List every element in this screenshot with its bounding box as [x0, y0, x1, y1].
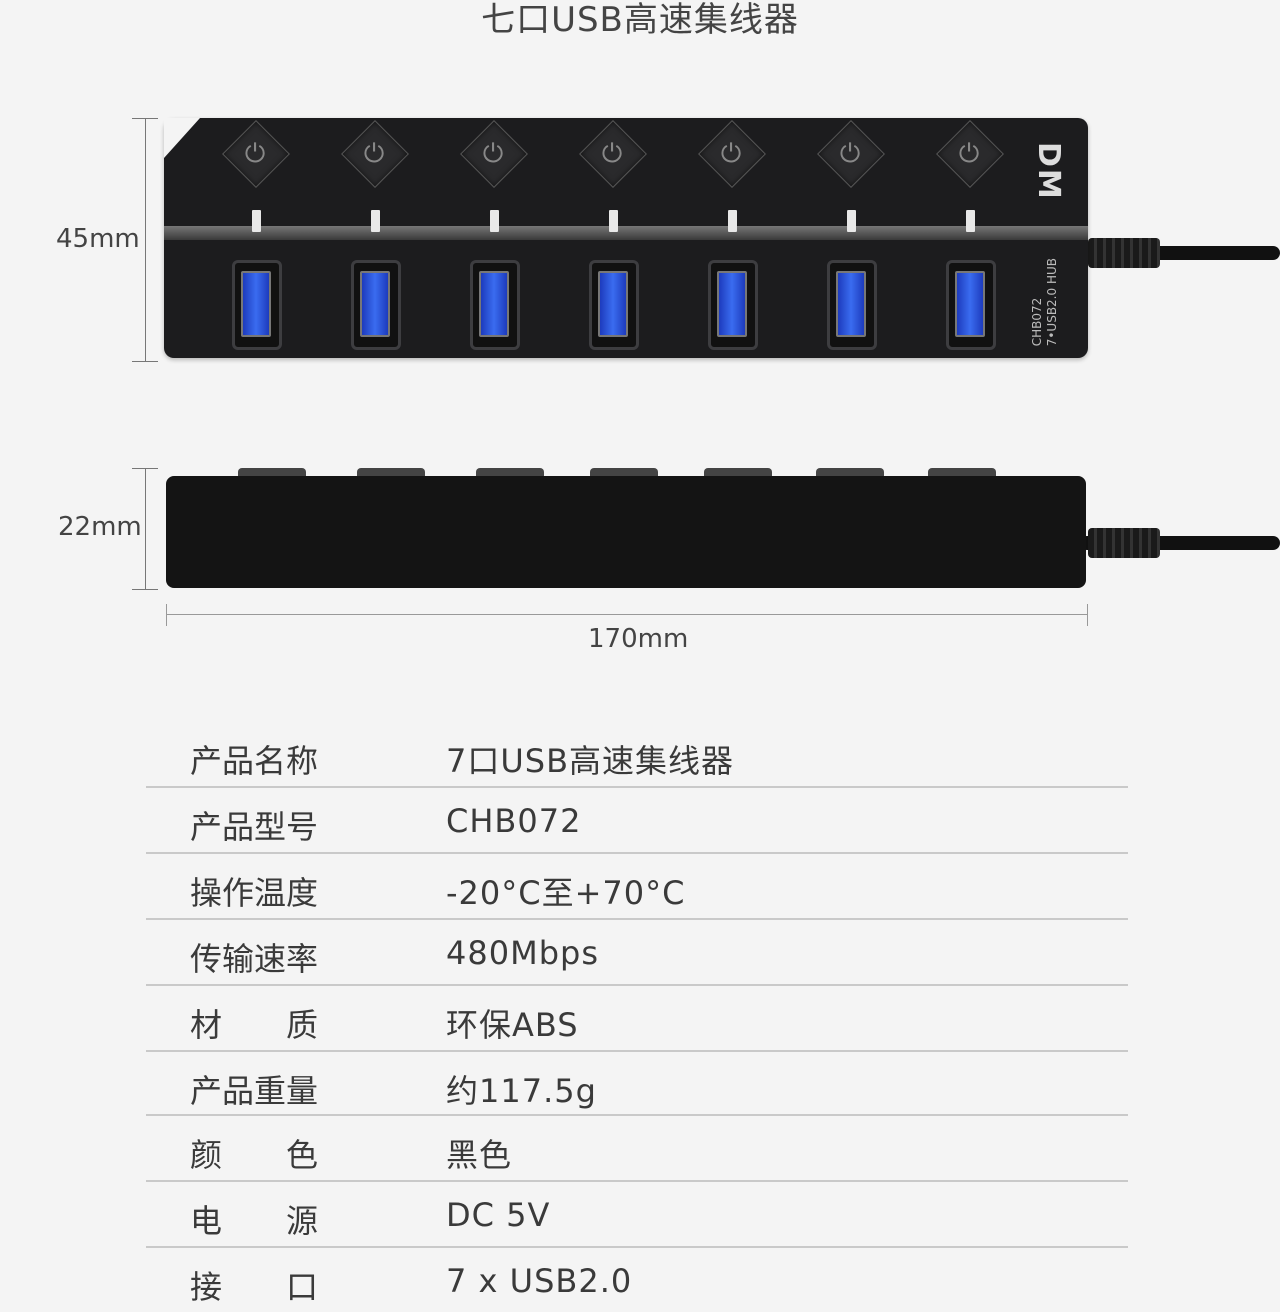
port-led-3: [490, 210, 499, 232]
port-led-6: [847, 210, 856, 232]
spec-row: 接 口 7 x USB2.0: [146, 1248, 1128, 1312]
spec-value: 7口USB高速集线器: [446, 742, 735, 780]
width-dimension-tick-left: [166, 604, 167, 626]
port-led-2: [371, 210, 380, 232]
usb-port-7[interactable]: [946, 260, 996, 350]
power-icon: ⏻: [601, 139, 623, 169]
power-icon: ⏻: [244, 139, 266, 169]
usb-port-tongue: [598, 271, 628, 337]
spec-value: 环保ABS: [446, 1006, 579, 1044]
power-icon: ⏻: [958, 139, 980, 169]
usb-port-tongue: [836, 271, 866, 337]
height-dimension-line: [145, 118, 146, 362]
side-button-4: [590, 468, 658, 478]
power-icon: ⏻: [363, 139, 385, 169]
cable-strain-relief-side: [1088, 528, 1160, 558]
spec-row: 产品名称 7口USB高速集线器: [146, 722, 1128, 788]
side-button-5: [704, 468, 772, 478]
usb-port-2[interactable]: [351, 260, 401, 350]
port-led-5: [728, 210, 737, 232]
port-led-4: [609, 210, 618, 232]
spec-value: 约117.5g: [446, 1072, 597, 1110]
spec-label: 颜 色: [190, 1136, 319, 1174]
spec-label: 产品重量: [190, 1072, 319, 1110]
height-dimension-tick-top: [132, 118, 158, 119]
spec-label: 电 源: [190, 1202, 319, 1240]
usb-port-3[interactable]: [470, 260, 520, 350]
side-button-6: [816, 468, 884, 478]
usb-port-1[interactable]: [232, 260, 282, 350]
usb-port-5[interactable]: [708, 260, 758, 350]
page-title: 七口USB高速集线器: [481, 0, 799, 40]
spec-row: 电 源 DC 5V: [146, 1182, 1128, 1248]
spec-value: -20°C至+70°C: [446, 874, 686, 912]
spec-row: 产品型号 CHB072: [146, 788, 1128, 854]
hub-top-view: ⏻ ⏻ ⏻ ⏻ ⏻ ⏻ ⏻ DM CHB072 7•USB2.0 HUB: [164, 118, 1088, 358]
width-dimension-line: [166, 614, 1088, 615]
side-button-2: [357, 468, 425, 478]
model-label: CHB072 7•USB2.0 HUB: [1030, 258, 1060, 346]
usb-port-tongue: [241, 271, 271, 337]
spec-row: 产品重量 约117.5g: [146, 1052, 1128, 1116]
cable-strain-relief-top: [1088, 238, 1160, 268]
usb-port-tongue: [360, 271, 390, 337]
height-dimension-label: 45mm: [56, 224, 140, 254]
usb-port-tongue: [955, 271, 985, 337]
model-number: CHB072: [1030, 297, 1044, 347]
spec-table: 产品名称 7口USB高速集线器 产品型号 CHB072 操作温度 -20°C至+…: [146, 722, 1128, 1312]
model-description: 7•USB2.0 HUB: [1045, 258, 1059, 347]
spec-label: 产品型号: [190, 808, 319, 846]
hub-light-strip: [164, 226, 1088, 240]
usb-port-4[interactable]: [589, 260, 639, 350]
width-dimension-label: 170mm: [588, 624, 689, 654]
hub-side-view: [166, 476, 1086, 588]
usb-port-6[interactable]: [827, 260, 877, 350]
spec-value: 7 x USB2.0: [446, 1262, 633, 1300]
power-icon: ⏻: [720, 139, 742, 169]
spec-label: 操作温度: [190, 874, 319, 912]
width-dimension-tick-right: [1087, 604, 1088, 626]
spec-value: CHB072: [446, 802, 582, 840]
side-button-1: [238, 468, 306, 478]
spec-value: 黑色: [446, 1136, 513, 1174]
spec-label: 接 口: [190, 1268, 319, 1306]
spec-label: 传输速率: [190, 940, 319, 978]
spec-label: 材 质: [190, 1006, 319, 1044]
port-led-1: [252, 210, 261, 232]
port-led-7: [966, 210, 975, 232]
height-dimension-tick-bottom: [132, 361, 158, 362]
depth-dimension-label: 22mm: [58, 512, 142, 542]
spec-row: 材 质 环保ABS: [146, 986, 1128, 1052]
depth-dimension-line: [145, 468, 146, 590]
spec-row: 传输速率 480Mbps: [146, 920, 1128, 986]
spec-row: 颜 色 黑色: [146, 1116, 1128, 1182]
usb-port-tongue: [479, 271, 509, 337]
usb-port-tongue: [717, 271, 747, 337]
spec-label: 产品名称: [190, 742, 319, 780]
spec-value: DC 5V: [446, 1196, 551, 1234]
depth-dimension-tick-bottom: [132, 589, 158, 590]
side-button-7: [928, 468, 996, 478]
product-spec-page: 七口USB高速集线器 45mm ⏻ ⏻ ⏻ ⏻ ⏻ ⏻ ⏻: [56, 0, 1280, 1306]
depth-dimension-tick-top: [132, 468, 158, 469]
power-icon: ⏻: [839, 139, 861, 169]
brand-logo: DM: [1031, 141, 1066, 201]
spec-row: 操作温度 -20°C至+70°C: [146, 854, 1128, 920]
side-button-3: [476, 468, 544, 478]
power-icon: ⏻: [482, 139, 504, 169]
spec-value: 480Mbps: [446, 934, 599, 972]
